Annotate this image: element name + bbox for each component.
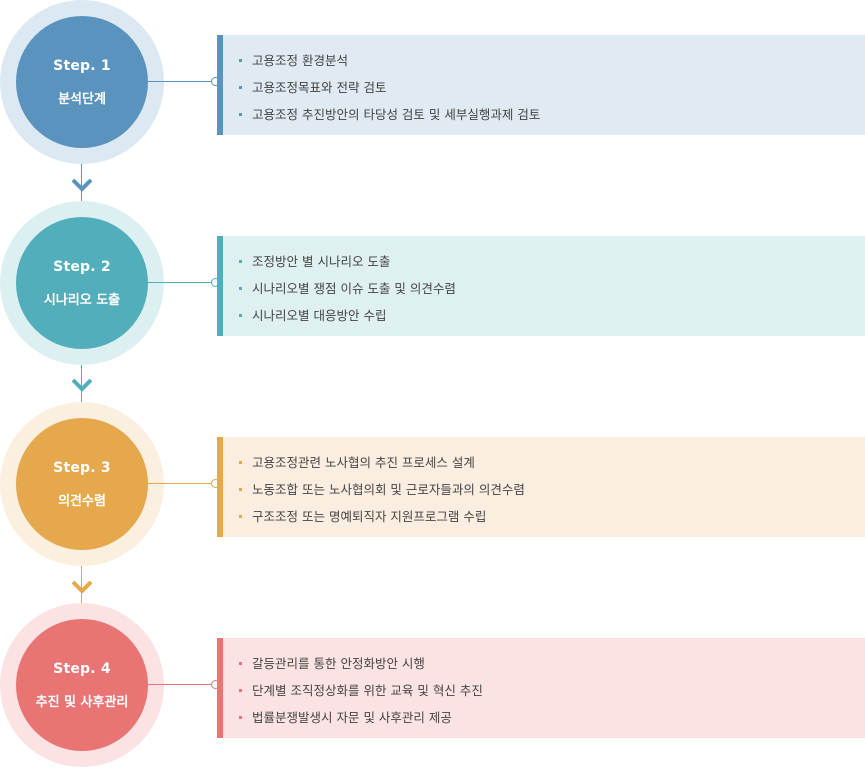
step-circle: Step. 2 시나리오 도출 [16, 217, 148, 349]
step-title: 의견수렴 [58, 493, 106, 509]
list-item: 단계별 조직정상화를 위한 교육 및 혁신 추진 [239, 677, 865, 704]
bullet-icon [239, 59, 242, 62]
bullet-icon [239, 716, 242, 719]
bullet-icon [239, 287, 242, 290]
step-title: 시나리오 도출 [43, 292, 121, 308]
list-item: 법률분쟁발생시 자문 및 사후관리 제공 [239, 704, 865, 731]
list-item: 조정방안 별 시나리오 도출 [239, 248, 865, 275]
list-item: 시나리오별 쟁점 이슈 도출 및 의견수렴 [239, 275, 865, 302]
step-detail-panel: 갈등관리를 통한 안정화방안 시행 단계별 조직정상화를 위한 교육 및 혁신 … [217, 638, 865, 738]
list-item: 고용조정관련 노사협의 추진 프로세스 설계 [239, 449, 865, 476]
step-number: Step. 1 [53, 57, 111, 74]
list-item: 노동조합 또는 노사협의회 및 근로자들과의 의견수렴 [239, 476, 865, 503]
chevron-down-icon [71, 378, 93, 392]
bullet-icon [239, 314, 242, 317]
step-connector [148, 483, 216, 484]
list-item: 고용조정 추진방안의 타당성 검토 및 세부실행과제 검토 [239, 101, 865, 128]
step-4: Step. 4 추진 및 사후관리 갈등관리를 통한 안정화방안 시행 단계별 … [0, 603, 865, 767]
bullet-icon [239, 86, 242, 89]
list-item: 고용조정목표와 전략 검토 [239, 74, 865, 101]
step-number: Step. 4 [53, 660, 111, 677]
step-title: 분석단계 [58, 91, 106, 107]
list-item: 시나리오별 대응방안 수립 [239, 302, 865, 329]
step-detail-panel: 고용조정관련 노사협의 추진 프로세스 설계 노동조합 또는 노사협의회 및 근… [217, 437, 865, 537]
step-title: 추진 및 사후관리 [35, 694, 129, 710]
step-detail-panel: 조정방안 별 시나리오 도출 시나리오별 쟁점 이슈 도출 및 의견수렴 시나리… [217, 236, 865, 336]
step-circle: Step. 1 분석단계 [16, 16, 148, 148]
step-3: Step. 3 의견수렴 고용조정관련 노사협의 추진 프로세스 설계 노동조합… [0, 402, 865, 566]
bullet-icon [239, 113, 242, 116]
list-item: 구조조정 또는 명예퇴직자 지원프로그램 수립 [239, 503, 865, 530]
bullet-icon [239, 662, 242, 665]
step-connector [148, 81, 216, 82]
flow-line-2 [81, 361, 82, 423]
step-detail-panel: 고용조정 환경분석 고용조정목표와 전략 검토 고용조정 추진방안의 타당성 검… [217, 35, 865, 135]
step-circle: Step. 3 의견수렴 [16, 418, 148, 550]
step-number: Step. 3 [53, 459, 111, 476]
bullet-icon [239, 461, 242, 464]
step-circle: Step. 4 추진 및 사후관리 [16, 619, 148, 751]
step-1: Step. 1 분석단계 고용조정 환경분석 고용조정목표와 전략 검토 고용조… [0, 0, 865, 164]
bullet-icon [239, 689, 242, 692]
bullet-icon [239, 488, 242, 491]
bullet-icon [239, 515, 242, 518]
step-2: Step. 2 시나리오 도출 조정방안 별 시나리오 도출 시나리오별 쟁점 … [0, 201, 865, 365]
chevron-down-icon [71, 178, 93, 192]
step-connector [148, 282, 216, 283]
step-connector [148, 684, 216, 685]
step-number: Step. 2 [53, 258, 111, 275]
list-item: 고용조정 환경분석 [239, 47, 865, 74]
bullet-icon [239, 260, 242, 263]
chevron-down-icon [71, 580, 93, 594]
list-item: 갈등관리를 통한 안정화방안 시행 [239, 650, 865, 677]
